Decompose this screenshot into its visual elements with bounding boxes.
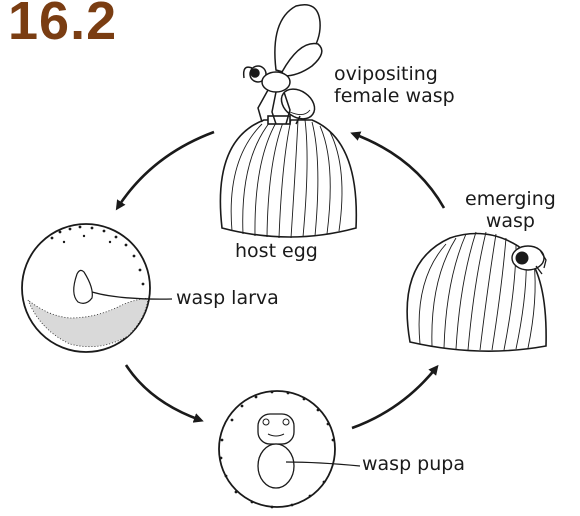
arrow-host-to-larva xyxy=(118,132,214,207)
label-emerging-line1: emerging xyxy=(465,189,556,211)
female-wasp-drawing xyxy=(244,5,322,125)
label-ovipositing-female-wasp: ovipositing female wasp xyxy=(334,64,455,108)
arrow-larva-to-pupa xyxy=(126,365,200,420)
pupa-stage-drawing xyxy=(219,391,360,509)
larva-stage-drawing xyxy=(22,224,172,352)
arrow-pupa-to-emerging xyxy=(352,368,436,428)
label-host-egg: host egg xyxy=(235,241,318,263)
label-wasp-larva: wasp larva xyxy=(176,288,279,310)
label-wasp-pupa: wasp pupa xyxy=(362,454,465,476)
label-emerging-line2: wasp xyxy=(465,211,556,233)
label-ovipositing-line1: ovipositing xyxy=(334,64,455,86)
label-emerging-wasp: emerging wasp xyxy=(465,189,556,233)
host-egg-drawing xyxy=(220,116,356,238)
arrow-emerging-to-host xyxy=(354,134,444,208)
emerging-wasp-drawing xyxy=(407,232,546,351)
label-ovipositing-line2: female wasp xyxy=(334,86,455,108)
